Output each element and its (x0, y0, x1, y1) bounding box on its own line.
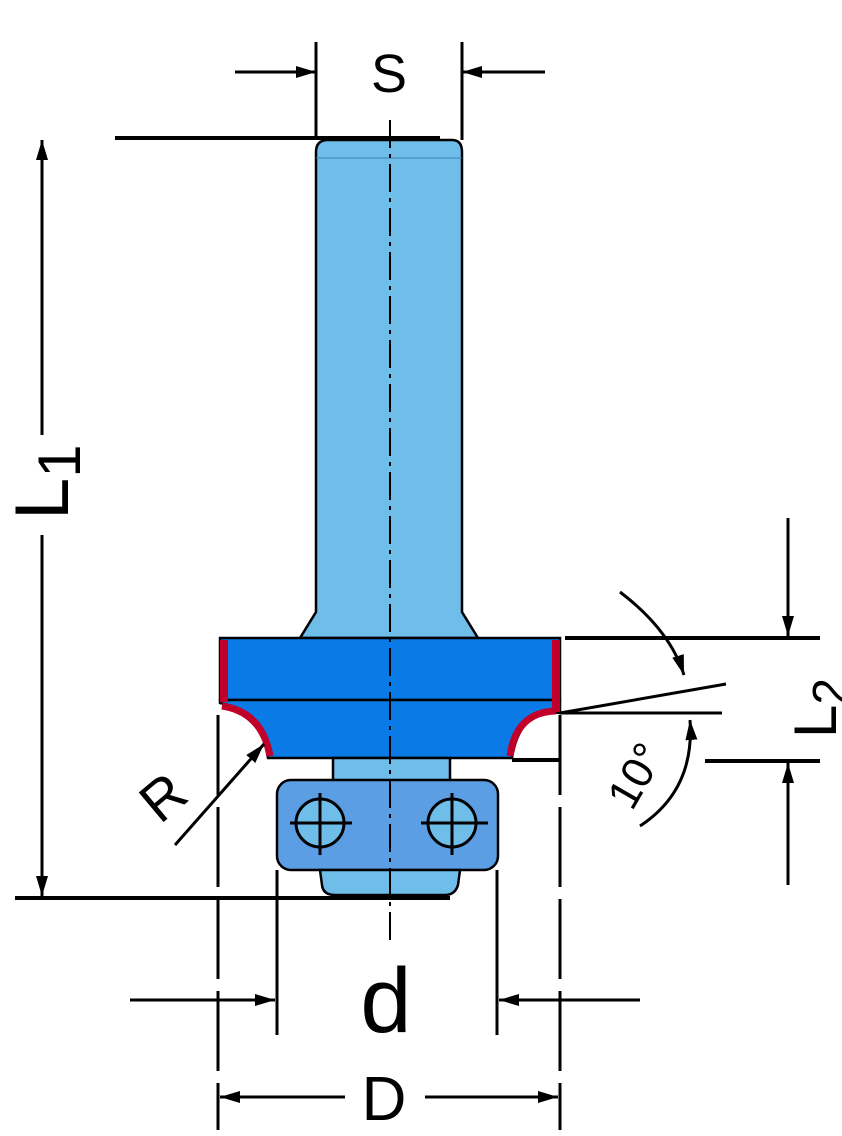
cutting-edge-left (220, 640, 228, 702)
label-l: L (782, 705, 842, 738)
label-s: S (371, 44, 407, 104)
label-r: R (127, 760, 198, 834)
label-d-cutting: D (362, 1065, 407, 1134)
dimension-d-cutting: D (216, 715, 562, 1134)
dimension-l2: L2 (512, 518, 842, 885)
radius-edge-right (506, 707, 557, 757)
neck (331, 756, 452, 784)
label-l: L (0, 478, 85, 520)
screw-icon (421, 793, 488, 855)
dimension-angle: 10° (559, 590, 727, 828)
dimension-s: S (235, 42, 545, 140)
dimension-l1: L1 (0, 136, 450, 900)
label-angle: 10° (598, 735, 674, 817)
label-d-bearing: d (360, 950, 411, 1052)
svg-text:L1: L1 (0, 444, 93, 520)
dimension-r: R (127, 743, 266, 846)
label-l1-subscript: 1 (26, 444, 93, 477)
radius-edge-left (221, 702, 274, 757)
dimension-d: d (130, 870, 640, 1052)
screw-icon (290, 793, 352, 855)
svg-text:L2: L2 (782, 678, 842, 738)
cutting-edge-right (552, 640, 560, 712)
label-l2-subscript: 2 (804, 678, 842, 705)
